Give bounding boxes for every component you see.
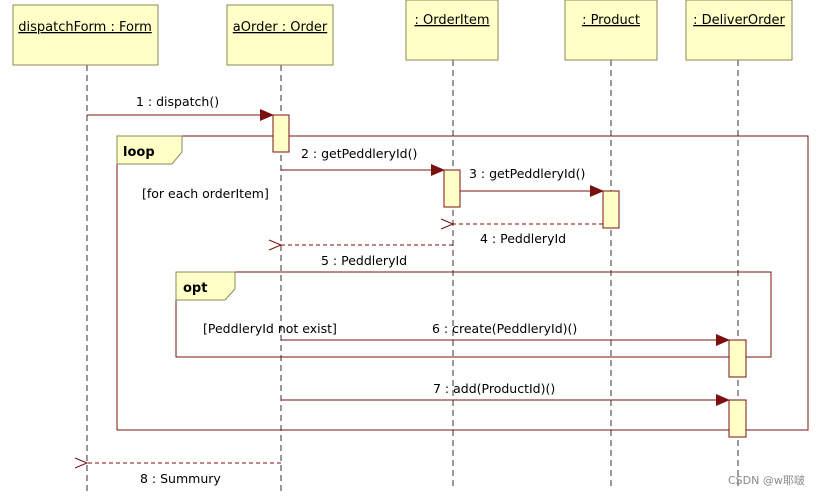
message-3-label: 3 : getPeddleryId() — [469, 166, 585, 181]
message-8-label: 8 : Summury — [140, 471, 221, 486]
messages: 1 : dispatch() 2 : getPeddleryId() 3 : g… — [87, 94, 730, 486]
message-2: 2 : getPeddleryId() — [281, 146, 445, 176]
lifeline-label-product: : Product — [582, 13, 640, 28]
message-6: 6 : create(PeddleryId)() — [281, 321, 730, 346]
loop-frame — [116, 135, 809, 431]
message-6-label: 6 : create(PeddleryId)() — [432, 321, 577, 336]
watermark: CSDN @w耶啵 — [728, 473, 805, 487]
activation-order — [272, 114, 290, 153]
message-8: 8 : Summury — [87, 463, 281, 486]
lifeline-header-form: dispatchForm : Form — [12, 4, 159, 66]
activation-deliverorder-1 — [728, 339, 747, 378]
message-3: 3 : getPeddleryId() — [460, 166, 604, 197]
message-1: 1 : dispatch() — [87, 94, 274, 121]
opt-operator: opt — [183, 281, 207, 296]
loop-guard: [for each orderItem] — [142, 186, 269, 201]
message-1-label: 1 : dispatch() — [136, 94, 219, 109]
activation-orderitem — [443, 169, 461, 208]
loop-fragment: loop [for each orderItem] — [116, 135, 809, 431]
opt-guard: [PeddleryId not exist] — [203, 321, 337, 336]
message-4-label: 4 : PeddleryId — [480, 231, 566, 246]
lifeline-headers: dispatchForm : Form aOrder : Order : Ord… — [12, 0, 793, 66]
loop-operator: loop — [123, 145, 155, 160]
lifeline-label-form: dispatchForm : Form — [18, 20, 151, 35]
loop-tag-box — [116, 135, 183, 165]
activations — [272, 114, 747, 438]
activation-product — [602, 190, 620, 229]
lifeline-label-order: aOrder : Order — [233, 20, 328, 35]
message-5: 5 : PeddleryId — [281, 245, 453, 268]
activation-deliverorder-2 — [728, 399, 747, 438]
message-4: 4 : PeddleryId — [453, 224, 603, 246]
message-2-label: 2 : getPeddleryId() — [301, 146, 417, 161]
message-5-label: 5 : PeddleryId — [321, 253, 407, 268]
message-7: 7 : add(ProductId)() — [281, 381, 730, 406]
message-7-label: 7 : add(ProductId)() — [433, 381, 555, 396]
opt-fragment: opt [PeddleryId not exist] — [175, 271, 772, 358]
lifeline-label-orderitem: : OrderItem — [414, 13, 489, 28]
lifeline-header-product: : Product — [564, 0, 658, 61]
lifeline-header-deliverorder: : DeliverOrder — [685, 0, 793, 61]
lifeline-header-order: aOrder : Order — [226, 4, 334, 66]
opt-tag-box — [175, 271, 236, 301]
lifeline-header-orderitem: : OrderItem — [405, 0, 499, 61]
lifeline-label-deliverorder: : DeliverOrder — [693, 13, 785, 28]
opt-frame — [175, 271, 772, 358]
